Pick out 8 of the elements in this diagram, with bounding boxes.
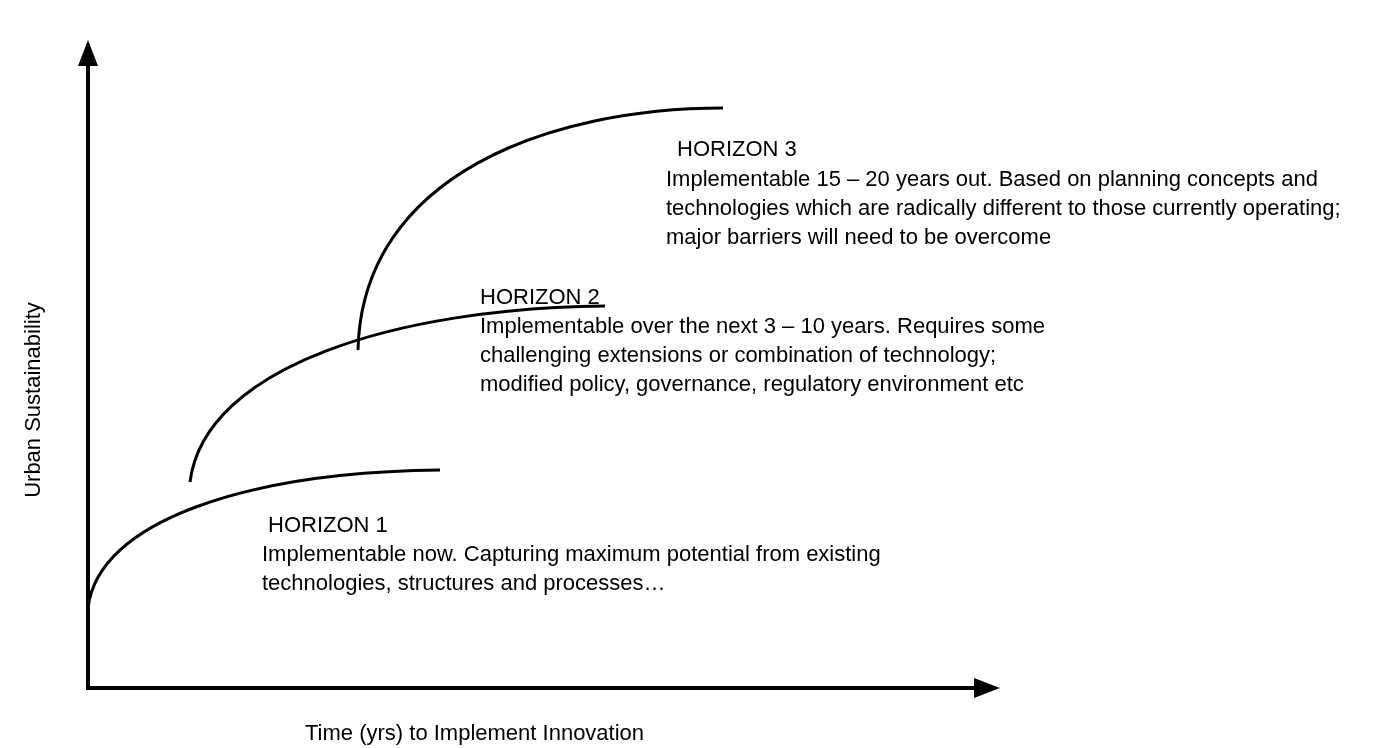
description: Implementable over the next 3 – 10 years. Requires some challenging extensions or combination of technology; modified policy, governance, regulatory environment etc — [480, 312, 1046, 398]
description: Implementable 15 – 20 years out. Based on planning concepts and technologies which are radically different to those currently operating; major barriers will need to be overcome — [666, 165, 1342, 251]
heading: HORIZON 2 — [480, 283, 600, 311]
axis-label: Time (yrs) to Implement Innovation — [305, 719, 645, 747]
axis-label: Urban Sustainability — [18, 302, 46, 498]
description: Implementable now. Capturing maximum potential from existing technologies, structures and processes… — [262, 540, 882, 597]
heading: HORIZON 3 — [677, 135, 797, 163]
heading: HORIZON 1 — [268, 511, 388, 539]
